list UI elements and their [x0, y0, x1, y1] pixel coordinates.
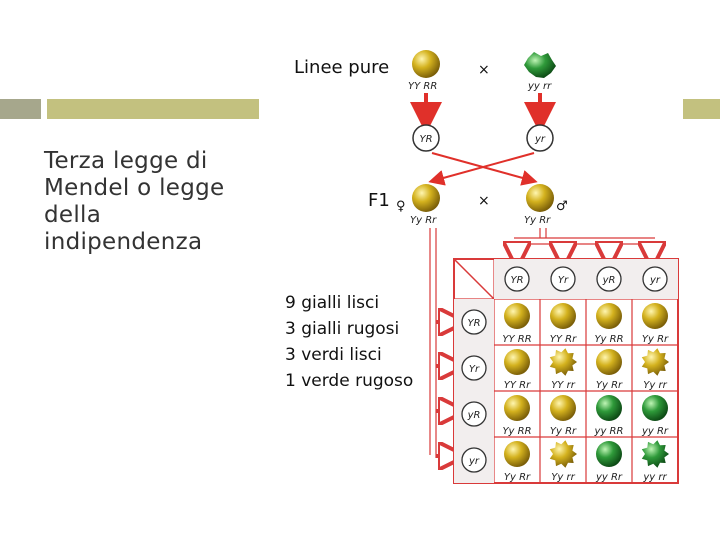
cell-genotype: Yy rr [551, 472, 575, 483]
yellow-smooth-seed-icon [504, 395, 530, 421]
gamete-distribution-lines [429, 228, 655, 458]
yellow-smooth-seed-icon [550, 303, 576, 329]
f1-female-seed-icon [412, 184, 440, 212]
female-symbol: ♀ [396, 199, 406, 214]
yellow-wrinkled-seed-icon [549, 440, 577, 468]
header-gamete-col-label: yr [649, 275, 661, 286]
cell-genotype: Yy RR [594, 334, 623, 345]
yellow-smooth-seed-icon [504, 441, 530, 467]
header-gamete-col-label: yR [602, 275, 616, 286]
yellow-smooth-seed-icon [550, 395, 576, 421]
cell-genotype: yy rr [642, 472, 667, 483]
header-gamete-row-label: yr [468, 456, 480, 467]
gamete-YR [412, 124, 440, 152]
ratio-line-2: 3 gialli rugosi [285, 319, 399, 339]
yellow-smooth-seed-icon [504, 349, 530, 375]
header-gamete-row-1 [461, 355, 487, 381]
yellow-wrinkled-seed-icon [641, 348, 669, 376]
cell-genotype: yy Rr [595, 472, 623, 483]
header-gamete-col-label: Yr [558, 275, 569, 286]
f1-female-genotype: Yy Rr [410, 215, 437, 226]
yellow-smooth-seed-icon [412, 50, 440, 78]
parent1-genotype: YY RR [408, 81, 437, 92]
green-smooth-seed-icon [642, 395, 668, 421]
cross-arrow-2 [428, 152, 535, 186]
f1-label: F1 [368, 190, 390, 211]
header-gamete-row-label: YR [467, 318, 480, 329]
cell-genotype: Yy Rr [550, 426, 577, 437]
green-wrinkled-seed-icon [641, 440, 669, 468]
decorative-bar-title [47, 99, 259, 119]
gamete1-label: YR [419, 134, 432, 145]
header-gamete-row-label: Yr [469, 364, 480, 375]
gamete2-label: yr [534, 134, 546, 145]
green-wrinkled-seed-icon [524, 52, 556, 78]
f1-male-seed-icon [526, 184, 554, 212]
cell-genotype: Yy Rr [642, 334, 669, 345]
parental-label: Linee pure [294, 57, 389, 78]
yellow-smooth-seed-icon [504, 303, 530, 329]
header-gamete-col-0 [504, 266, 530, 292]
yellow-smooth-seed-icon [596, 303, 622, 329]
cross-symbol: × [478, 62, 490, 78]
header-gamete-row-2 [461, 401, 487, 427]
f1-male-genotype: Yy Rr [524, 215, 551, 226]
cell-genotype: YY RR [502, 334, 531, 345]
male-symbol: ♂ [556, 199, 568, 214]
slide-title: Terza legge di Mendel o legge della indi… [44, 148, 225, 255]
yellow-smooth-seed-icon [596, 349, 622, 375]
cell-genotype: YY rr [551, 380, 576, 391]
gamete-yr [526, 124, 554, 152]
yellow-wrinkled-seed-icon [549, 348, 577, 376]
decorative-bar-left [0, 99, 41, 119]
cross-symbol-f1: × [478, 193, 490, 209]
cell-genotype: YY Rr [504, 380, 531, 391]
ratio-line-3: 3 verdi lisci [285, 345, 382, 365]
cell-genotype: Yy rr [643, 380, 667, 391]
header-gamete-col-label: YR [510, 275, 523, 286]
ratio-line-1: 9 gialli lisci [285, 293, 379, 313]
header-gamete-col-2 [596, 266, 622, 292]
cell-genotype: yy RR [594, 426, 624, 437]
distribution-arrows [436, 244, 652, 456]
cell-genotype: Yy Rr [504, 472, 531, 483]
header-gamete-row-0 [461, 309, 487, 335]
cell-genotype: yy Rr [641, 426, 669, 437]
cross-arrow-1 [431, 152, 538, 186]
green-smooth-seed-icon [596, 441, 622, 467]
header-gamete-col-3 [642, 266, 668, 292]
cell-genotype: Yy Rr [596, 380, 623, 391]
yellow-smooth-seed-icon [642, 303, 668, 329]
ratio-line-4: 1 verde rugoso [285, 371, 413, 391]
header-gamete-row-label: yR [467, 410, 481, 421]
green-smooth-seed-icon [596, 395, 622, 421]
cell-genotype: YY Rr [550, 334, 577, 345]
cell-genotype: Yy RR [502, 426, 531, 437]
header-gamete-row-3 [461, 447, 487, 473]
parent2-genotype: yy rr [527, 81, 552, 92]
header-gamete-col-1 [550, 266, 576, 292]
decorative-bar-right [683, 99, 720, 119]
